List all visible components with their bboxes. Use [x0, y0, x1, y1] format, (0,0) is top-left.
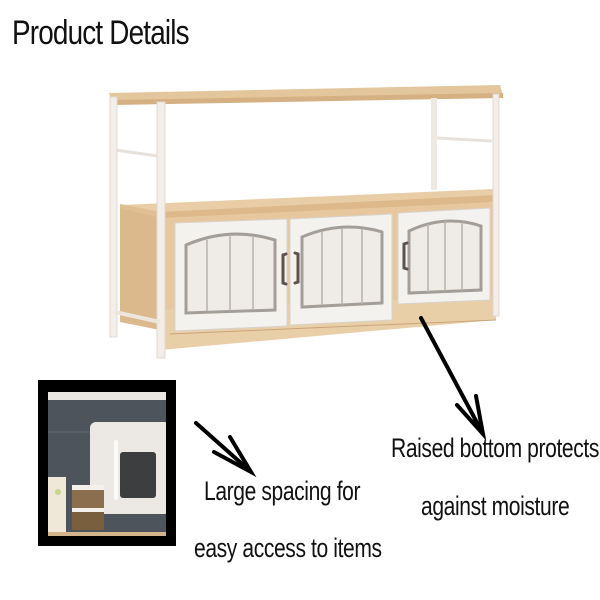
- page-title: Product Details: [12, 14, 190, 52]
- door-middle: [289, 213, 393, 326]
- inset-photo: [38, 380, 176, 546]
- door-left: [174, 218, 288, 332]
- arrow-icon: [194, 421, 257, 478]
- callout-moisture-line-1: Raised bottom protects: [391, 433, 599, 463]
- callout-spacing-line-1: Large spacing for: [204, 476, 361, 506]
- microwave-icon: [90, 422, 166, 514]
- callout-spacing-line-2: easy access to items: [194, 533, 382, 563]
- arrow-icon: [419, 316, 487, 441]
- handle-icon: [281, 241, 409, 286]
- door-right: [397, 207, 491, 305]
- callout-moisture-line-2: against moisture: [421, 491, 570, 521]
